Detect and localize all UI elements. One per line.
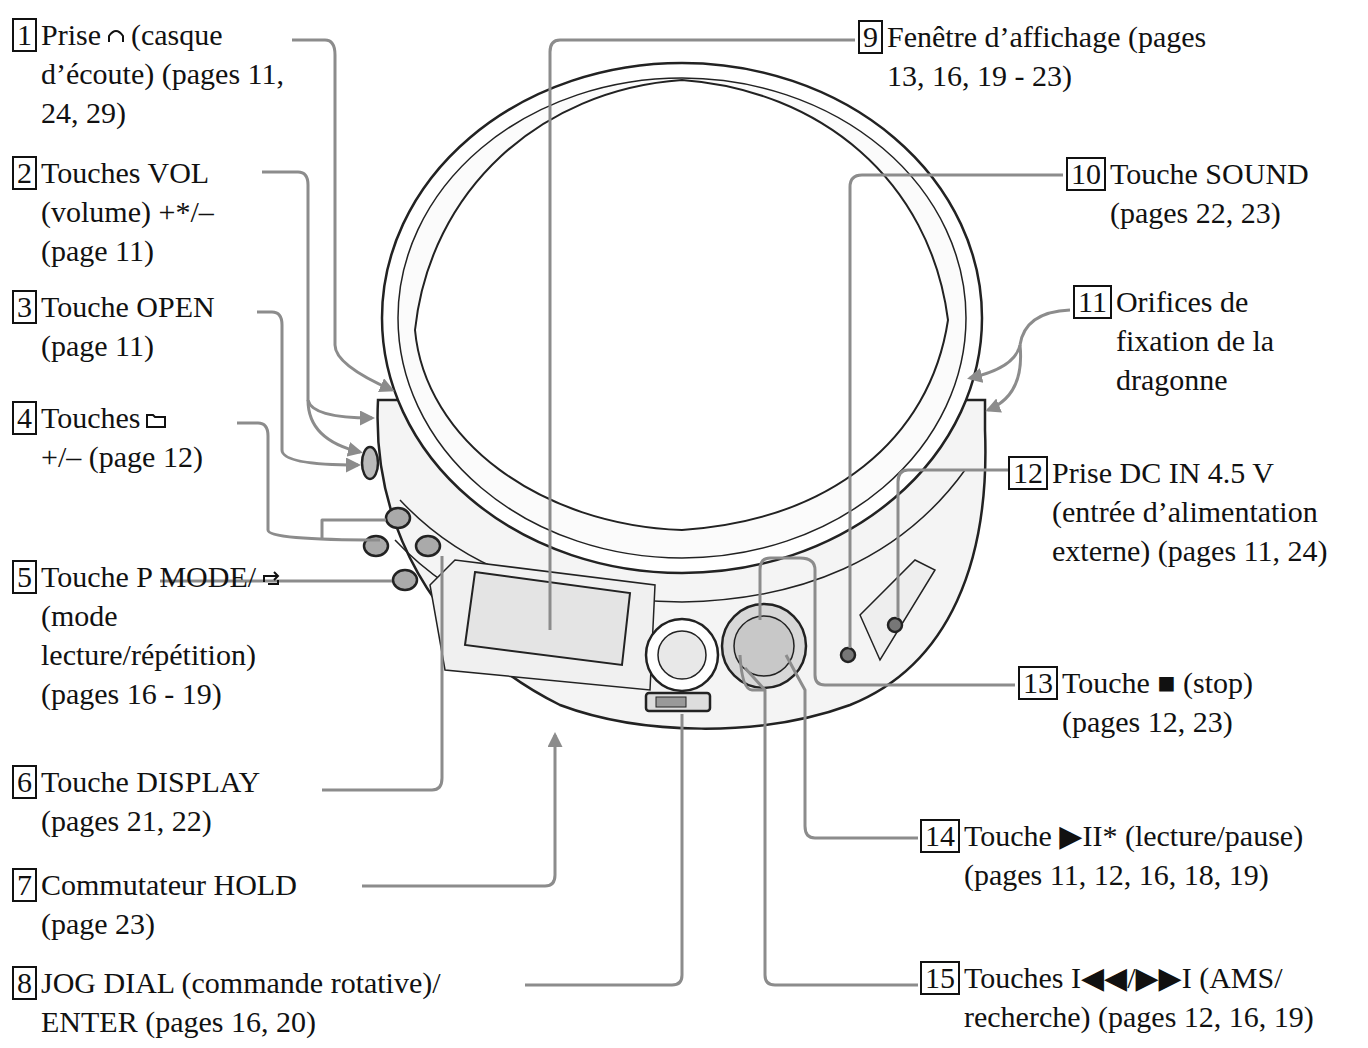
- callout: 14Touche ▶II* (lecture/pause) (pages 11,…: [920, 816, 1360, 894]
- callout-label: Touches+/– (page 12): [41, 398, 242, 476]
- label-text: +/– (page 12): [41, 437, 242, 476]
- label-text: Orifices de fixation de la dragonne: [1116, 285, 1274, 396]
- label-text: Touche ▶II* (lecture/pause) (pages 11, 1…: [964, 819, 1303, 891]
- callout-label: Touches VOL (volume) +*/– (page 11): [41, 153, 267, 270]
- callout-label: Touche SOUND (pages 22, 23): [1110, 154, 1361, 232]
- callout-label: Commutateur HOLD (page 23): [41, 865, 362, 943]
- callout-label: Prise DC IN 4.5 V (entrée d’alimentation…: [1052, 453, 1363, 570]
- callout: 11Orifices de fixation de la dragonne: [1073, 282, 1313, 399]
- label-text: Prise: [41, 18, 101, 51]
- callout-number: 8: [12, 966, 37, 1000]
- label-text: Prise DC IN 4.5 V (entrée d’alimentation…: [1052, 456, 1327, 567]
- repeat-icon: [260, 568, 282, 590]
- label-text: Fenêtre d’affichage (pages 13, 16, 19 - …: [887, 20, 1206, 92]
- callout-number: 11: [1073, 285, 1112, 319]
- callout-label: Touche DISPLAY (pages 21, 22): [41, 762, 322, 840]
- callout-number: 2: [12, 156, 37, 190]
- label-text: Commutateur HOLD (page 23): [41, 868, 297, 940]
- callout-number: 5: [12, 560, 37, 594]
- callout: 3Touche OPEN (page 11): [12, 287, 257, 365]
- callout-number: 6: [12, 765, 37, 799]
- callout-number: 15: [920, 961, 960, 995]
- callout: 9Fenêtre d’affichage (pages 13, 16, 19 -…: [858, 17, 1238, 95]
- folder-icon: [145, 409, 167, 431]
- callout-label: Touches I◀◀/▶▶I (AMS/ recherche) (pages …: [964, 958, 1360, 1036]
- label-text: Touches: [41, 401, 141, 434]
- callout-number: 10: [1066, 157, 1106, 191]
- callout: 7Commutateur HOLD (page 23): [12, 865, 362, 943]
- callout: 1Prise(casque d’écoute) (pages 11, 24, 2…: [12, 15, 312, 132]
- callout: 12Prise DC IN 4.5 V (entrée d’alimentati…: [1008, 453, 1363, 570]
- callout-number: 14: [920, 819, 960, 853]
- callout-label: Fenêtre d’affichage (pages 13, 16, 19 - …: [887, 17, 1238, 95]
- callout-number: 7: [12, 868, 37, 902]
- headphone-icon: [105, 26, 127, 48]
- callout: 13Touche ■ (stop) (pages 12, 23): [1018, 663, 1318, 741]
- callout-number: 12: [1008, 456, 1048, 490]
- callout-number: 3: [12, 290, 37, 324]
- label-text: Touche DISPLAY (pages 21, 22): [41, 765, 259, 837]
- leader-lines: [160, 40, 1070, 985]
- callout: 10Touche SOUND (pages 22, 23): [1066, 154, 1361, 232]
- callout: 2Touches VOL (volume) +*/– (page 11): [12, 153, 267, 270]
- callout-label: JOG DIAL (commande rotative)/ ENTER (pag…: [41, 963, 532, 1041]
- label-text: Touche ■ (stop) (pages 12, 23): [1062, 666, 1253, 738]
- label-text: JOG DIAL (commande rotative)/ ENTER (pag…: [41, 966, 441, 1038]
- callout: 15Touches I◀◀/▶▶I (AMS/ recherche) (page…: [920, 958, 1360, 1036]
- label-text: (mode lecture/répétition) (pages 16 - 19…: [41, 599, 256, 710]
- label-text: Touche P MODE/: [41, 560, 256, 593]
- label-text: Touche OPEN (page 11): [41, 290, 215, 362]
- callout-label: Touche ■ (stop) (pages 12, 23): [1062, 663, 1318, 741]
- callout: 8JOG DIAL (commande rotative)/ ENTER (pa…: [12, 963, 532, 1041]
- callout-label: Touche ▶II* (lecture/pause) (pages 11, 1…: [964, 816, 1360, 894]
- callout: 4Touches+/– (page 12): [12, 398, 242, 476]
- callout-number: 13: [1018, 666, 1058, 700]
- label-text: Touches I◀◀/▶▶I (AMS/ recherche) (pages …: [964, 961, 1314, 1033]
- callout-number: 1: [12, 18, 37, 52]
- label-text: Touches VOL (volume) +*/– (page 11): [41, 156, 214, 267]
- callout: 6Touche DISPLAY (pages 21, 22): [12, 762, 322, 840]
- player-body: [362, 63, 985, 729]
- callout-label: Orifices de fixation de la dragonne: [1116, 282, 1313, 399]
- callout-number: 4: [12, 401, 37, 435]
- callout-label: Prise(casque d’écoute) (pages 11, 24, 29…: [41, 15, 312, 132]
- label-text: Touche SOUND (pages 22, 23): [1110, 157, 1309, 229]
- callout-label: Touche OPEN (page 11): [41, 287, 257, 365]
- callout: 5Touche P MODE/ (mode lecture/répétition)…: [12, 557, 312, 713]
- callout-label: Touche P MODE/ (mode lecture/répétition) …: [41, 557, 312, 713]
- callout-number: 9: [858, 20, 883, 54]
